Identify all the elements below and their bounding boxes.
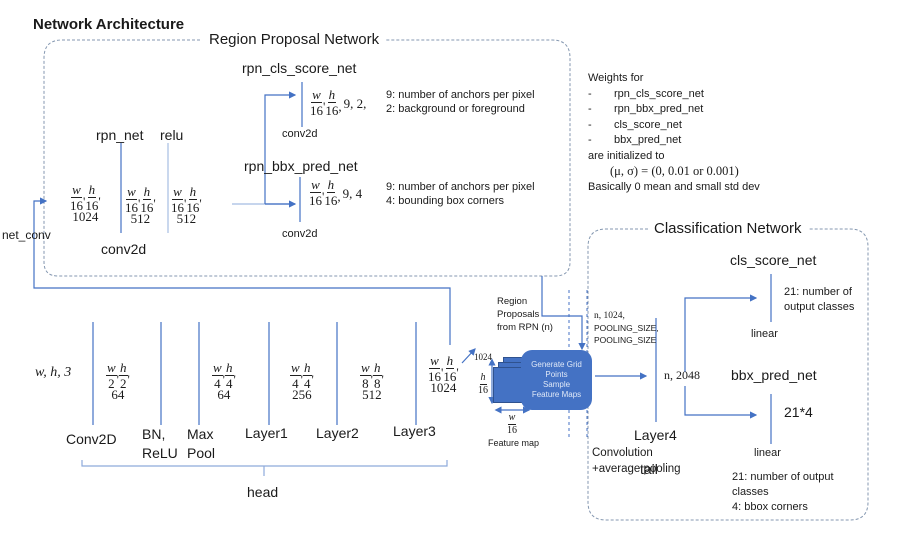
relu-label: relu: [160, 127, 184, 143]
rpn-branch-cls: [264, 91, 297, 204]
classification-group-border: [587, 228, 869, 521]
cls-score-op: linear: [751, 328, 778, 340]
weights-formula: (μ, σ) = (0, 0.01 or 0.001): [610, 164, 739, 178]
weights-item: -bbx_pred_net: [588, 134, 682, 146]
layer-maxpool: Max Pool: [187, 426, 216, 461]
rpn-group-border: [43, 39, 571, 277]
bbx-pred-notes: 21: number of output classes 4: bbox cor…: [732, 471, 834, 513]
feature-map-depth: 1024: [474, 352, 492, 362]
rpn-cls-score-note-2: 2: background or foreground: [386, 103, 525, 115]
cls-branch-bottom: [684, 386, 758, 419]
weights-item: -cls_score_net: [588, 118, 682, 131]
bbx-pred-output: 21*4: [784, 404, 813, 420]
rpn-group-title: Region Proposal Network: [203, 31, 386, 48]
region-proposals-connector: [541, 276, 586, 351]
layer-layer3: Layer3: [393, 423, 436, 439]
rpn-net-label: rpn_net: [96, 127, 144, 143]
rpn-bbx-pred-net-label: rpn_bbx_pred_net: [244, 158, 358, 174]
cls-score-notes: 21: number of output classes: [784, 286, 855, 313]
layer-conv2d: Conv2D: [66, 431, 117, 447]
rpn-bbx-pred-note-1: 9: number of anchors per pixel: [386, 181, 535, 193]
rpn-bbx-pred-op: conv2d: [282, 228, 318, 240]
layer4-label: Layer4: [634, 427, 677, 443]
bbx-pred-net-label: bbx_pred_net: [731, 367, 817, 383]
net-conv-connector: [33, 197, 451, 345]
weights-heading: Weights for: [588, 72, 644, 84]
rpn-conv2d-label: conv2d: [101, 241, 147, 257]
layer-layer2: Layer2: [316, 425, 359, 441]
rpn-cls-score-op: conv2d: [282, 128, 318, 140]
cls-branch-top: [684, 294, 758, 372]
layer-layer1: Layer1: [245, 425, 288, 441]
weights-init-label: are initialized to: [588, 149, 665, 162]
weights-note: Weights for -rpn_cls_score_net -rpn_bbx_…: [588, 71, 760, 195]
weights-summary: Basically 0 mean and small std dev: [588, 180, 760, 193]
generate-grid-sample-box: Generate Grid Points Sample Feature Maps: [521, 350, 592, 410]
layer4-description: Convolution +average pooling: [592, 447, 681, 475]
cls-score-net-label: cls_score_net: [730, 252, 817, 268]
rpn-cls-score-note-1: 9: number of anchors per pixel: [386, 89, 535, 101]
page-title: Network Architecture: [33, 16, 185, 33]
head-bracket: [81, 460, 448, 476]
classification-group-title: Classification Network: [648, 220, 808, 237]
feature-map-caption: Feature map: [488, 438, 540, 448]
rpn-bbx-pred-note-2: 4: bounding box corners: [386, 195, 505, 207]
weights-item: -rpn_bbx_pred_net: [588, 103, 704, 115]
layer4-output-shape: n, 2048: [664, 368, 700, 382]
weights-item: -rpn_cls_score_net: [588, 87, 704, 100]
head-bracket-label: head: [247, 484, 279, 500]
region-proposals-label: Region Proposals from RPN (n): [497, 296, 553, 333]
pooled-tensor-label: n, 1024, POOLING_SIZE, POOLING_SIZE: [594, 311, 659, 345]
rpn-cls-score-net-label: rpn_cls_score_net: [242, 60, 357, 76]
tail-label: tail: [640, 461, 658, 477]
head-input-shape: w, h, 3: [35, 365, 72, 380]
bbx-pred-op: linear: [754, 447, 781, 459]
layer-bn-relu: BN, ReLU: [142, 426, 178, 461]
net-conv-label: net_conv: [2, 228, 51, 242]
